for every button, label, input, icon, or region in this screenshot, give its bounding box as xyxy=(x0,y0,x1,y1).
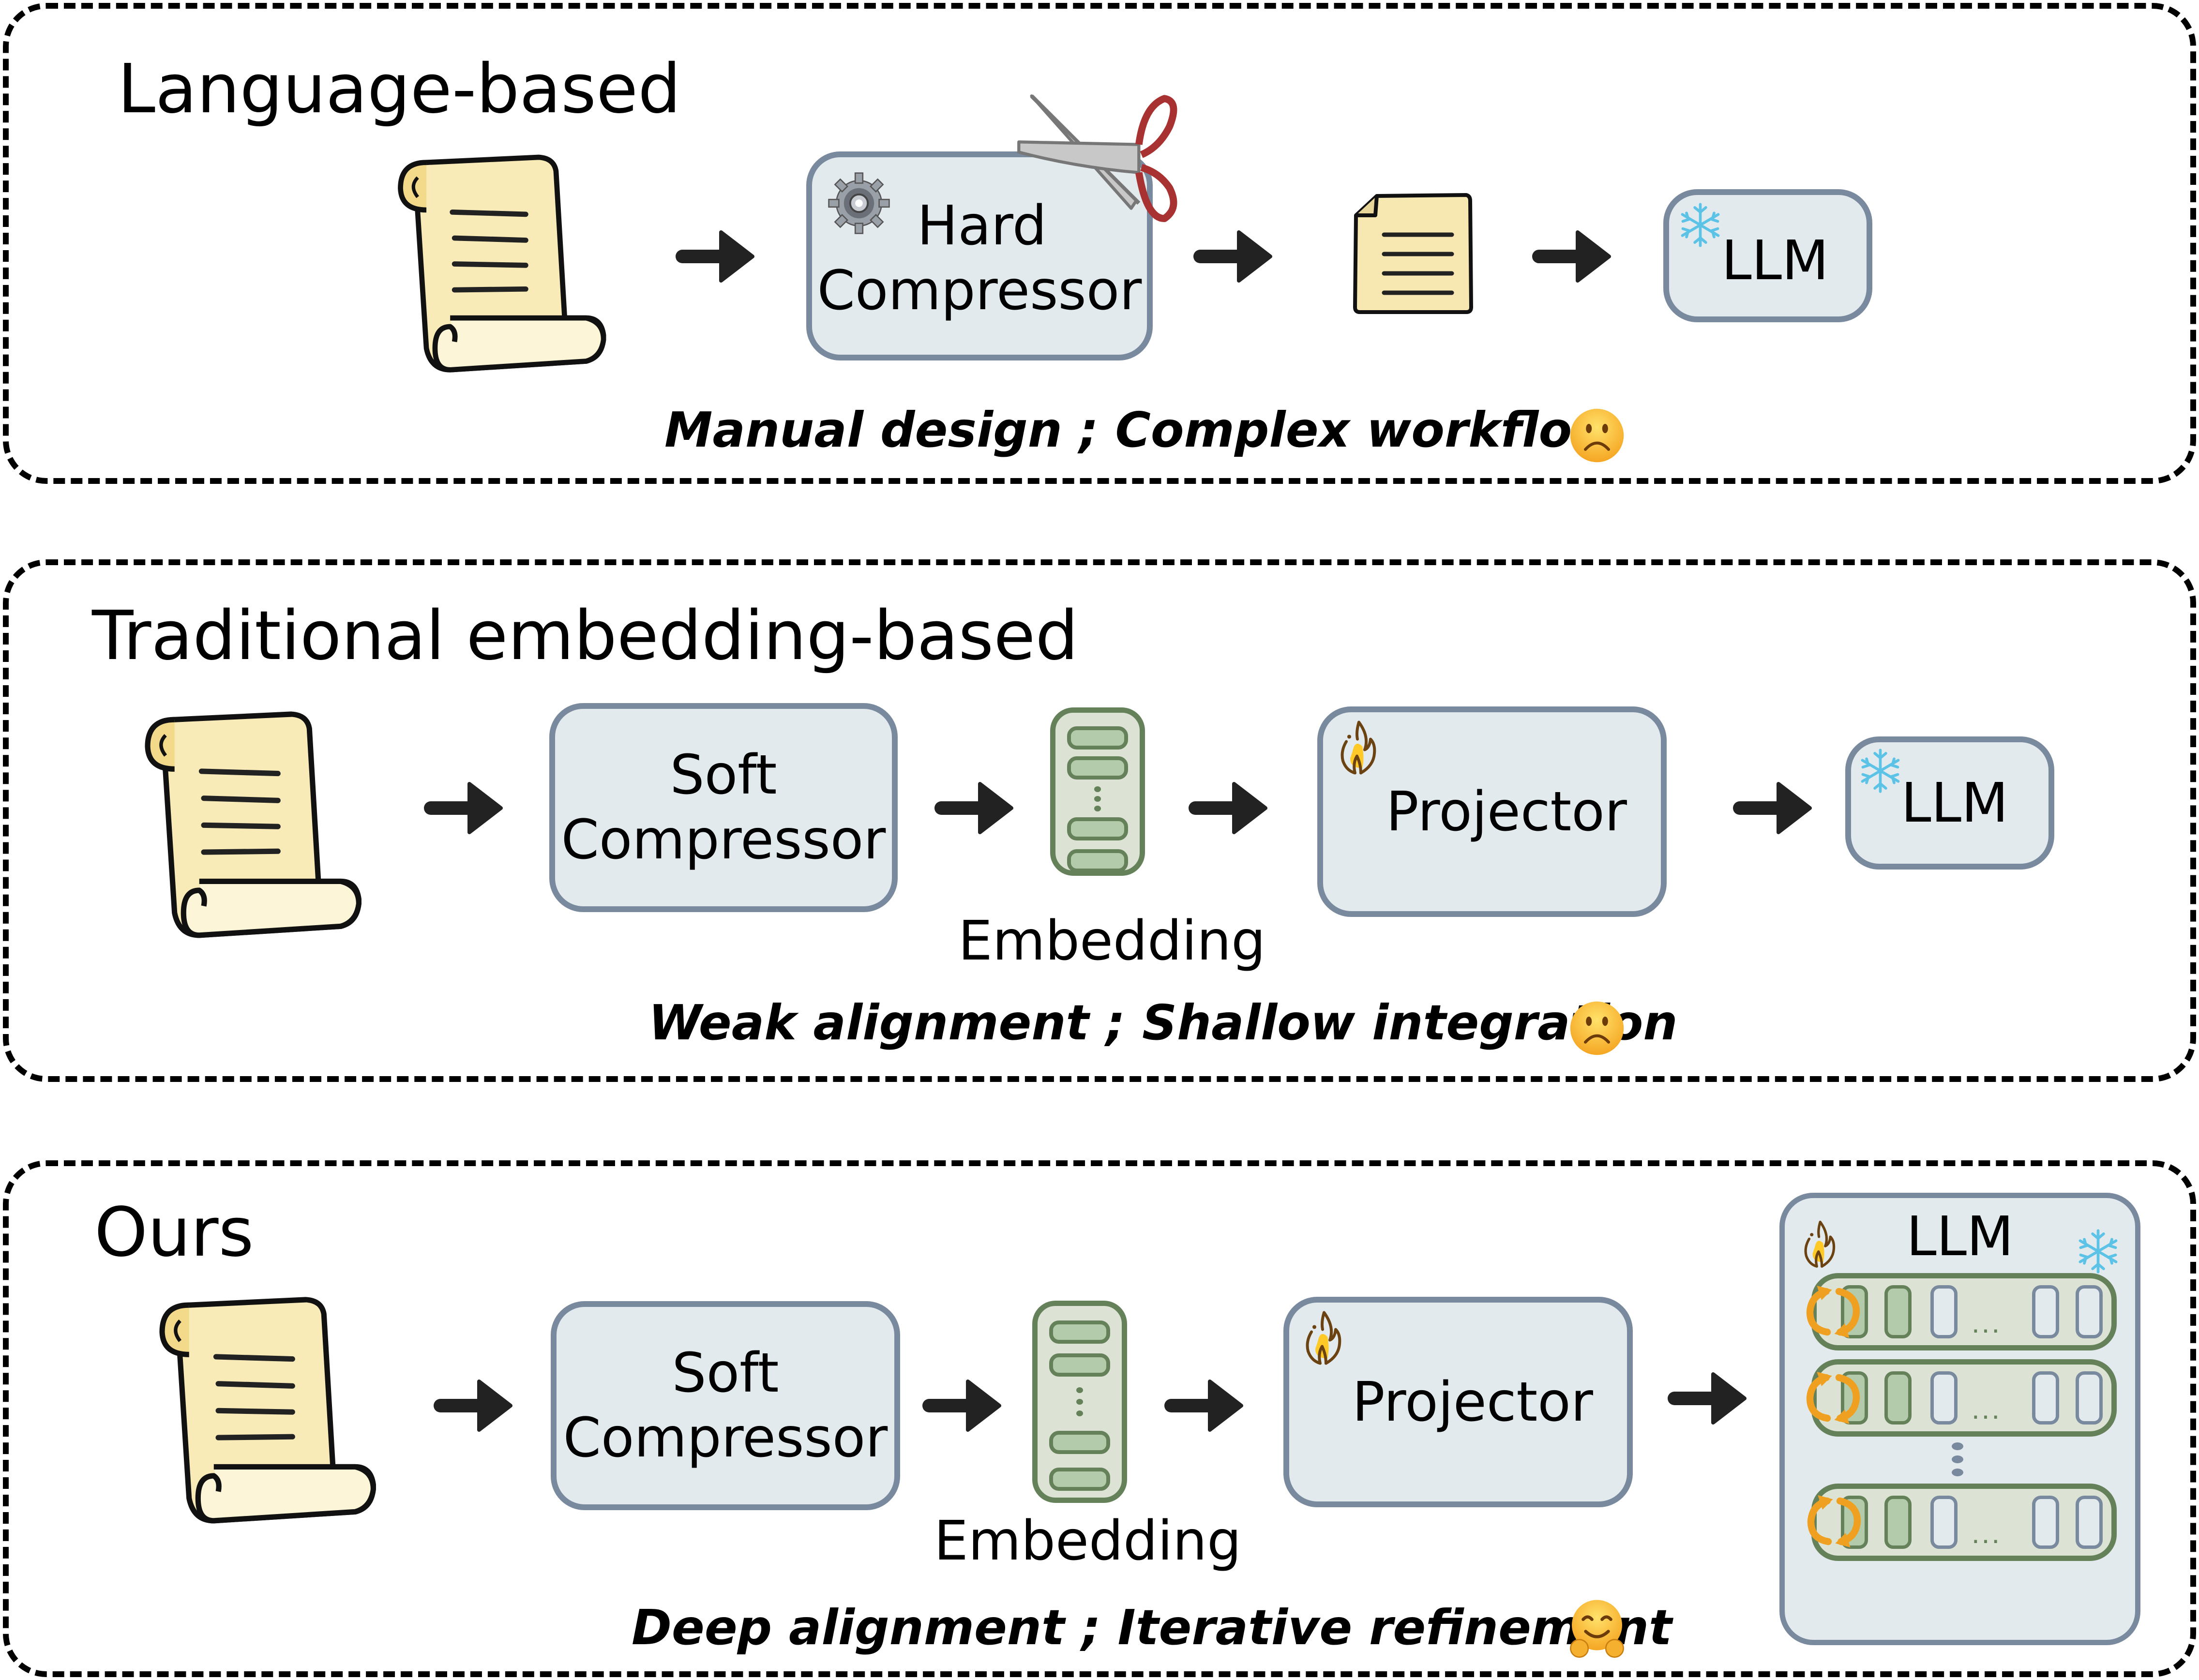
projector-label: Projector xyxy=(1352,1370,1593,1434)
embedding-cell xyxy=(1067,849,1128,872)
arrow-right-icon xyxy=(1190,227,1273,285)
embedding-label: Embedding xyxy=(958,910,1266,973)
token-compressed xyxy=(1884,1496,1912,1549)
panel-title: Ours xyxy=(94,1193,254,1272)
embedding-vector xyxy=(1032,1301,1127,1503)
embedding-cell xyxy=(1067,726,1128,750)
cycle-arrows-icon xyxy=(1799,1369,1867,1427)
token-text xyxy=(1930,1496,1958,1549)
hugging-face-icon xyxy=(1566,1597,1628,1660)
vertical-ellipsis-icon xyxy=(1952,1442,1963,1476)
llm-box: LLM xyxy=(1663,189,1872,322)
panel-title: Language-based xyxy=(118,50,681,129)
cycle-arrows-icon xyxy=(1800,1492,1868,1550)
llm-label: LLM xyxy=(1901,771,2008,835)
ellipsis-dot xyxy=(1094,796,1101,802)
arrow-right-icon xyxy=(1529,227,1612,285)
embedding-cell xyxy=(1049,1353,1110,1377)
compressor-label-line2: Compressor xyxy=(563,1407,888,1470)
panel-title: Traditional embedding-based xyxy=(92,597,1079,675)
ellipsis-dot xyxy=(1094,786,1101,792)
llm-layer: ... xyxy=(1811,1273,2117,1350)
cycle-arrows-icon xyxy=(1799,1283,1867,1341)
compressor-label-line2: Compressor xyxy=(817,259,1142,322)
scissors-icon xyxy=(1017,94,1177,223)
panel-caption: Manual design ; Complex workflow xyxy=(664,402,1617,458)
arrow-right-icon xyxy=(1665,1369,1747,1427)
arrow-right-icon xyxy=(919,1377,1002,1435)
compressor-label-line2: Compressor xyxy=(561,809,886,871)
ellipsis-dot xyxy=(1094,806,1101,811)
ellipsis: ... xyxy=(1972,1393,2002,1425)
panel-language-based xyxy=(3,3,2196,484)
llm-layer: ... xyxy=(1811,1359,2117,1437)
token-text xyxy=(2076,1285,2103,1338)
compressor-label-line1: Soft xyxy=(672,1341,779,1405)
soft-compressor-box: Soft Compressor xyxy=(549,703,898,912)
token-text xyxy=(2032,1371,2059,1425)
frowning-face-icon xyxy=(1568,406,1626,465)
ellipsis: ... xyxy=(1972,1517,2002,1549)
long-text-scroll-icon xyxy=(87,702,397,953)
gear-icon xyxy=(828,172,890,235)
token-compressed xyxy=(1884,1285,1912,1338)
embedding-cell xyxy=(1067,817,1128,840)
embedding-cell xyxy=(1067,756,1128,780)
arrow-right-icon xyxy=(1161,1377,1244,1435)
arrow-right-icon xyxy=(1730,779,1812,837)
ellipsis-dot xyxy=(1076,1387,1083,1393)
token-compressed xyxy=(1884,1371,1912,1425)
token-text xyxy=(1930,1285,1958,1338)
arrow-right-icon xyxy=(1186,779,1268,837)
token-text xyxy=(2076,1371,2103,1425)
soft-compressor-box: Soft Compressor xyxy=(551,1301,900,1510)
embedding-cell xyxy=(1049,1431,1110,1454)
fire-icon xyxy=(1336,719,1384,779)
llm-label: LLM xyxy=(1721,229,1829,292)
llm-label: LLM xyxy=(1906,1205,2014,1268)
compressor-label-line1: Hard xyxy=(917,194,1047,257)
embedding-cell xyxy=(1049,1320,1110,1344)
short-text-doc-icon xyxy=(1350,191,1476,317)
arrow-right-icon xyxy=(932,779,1014,837)
token-text xyxy=(2032,1496,2059,1549)
token-text xyxy=(2032,1285,2059,1338)
projector-label: Projector xyxy=(1386,780,1627,843)
embedding-vector xyxy=(1050,707,1145,876)
snowflake-icon xyxy=(2075,1227,2121,1275)
projector-box: Projector xyxy=(1317,706,1667,917)
token-text xyxy=(2076,1496,2103,1549)
snowflake-icon xyxy=(1857,744,1903,797)
llm-layered-box: LLM ... ... ... xyxy=(1779,1193,2140,1645)
ellipsis-dot xyxy=(1076,1399,1083,1405)
frowning-face-icon xyxy=(1568,999,1626,1057)
snowflake-icon xyxy=(1677,198,1723,252)
embedding-label: Embedding xyxy=(934,1510,1242,1573)
ellipsis: ... xyxy=(1972,1306,2002,1339)
ellipsis-dot xyxy=(1076,1410,1083,1416)
arrow-right-icon xyxy=(421,779,503,837)
projector-box: Projector xyxy=(1283,1297,1633,1507)
panel-ours xyxy=(3,1160,2196,1677)
compressor-label-line1: Soft xyxy=(670,743,777,807)
fire-icon xyxy=(1797,1220,1845,1271)
long-text-scroll-icon xyxy=(339,145,644,387)
fire-icon xyxy=(1301,1309,1349,1369)
llm-layer: ... xyxy=(1811,1484,2117,1561)
arrow-right-icon xyxy=(431,1377,513,1435)
panel-caption: Weak alignment ; Shallow integration xyxy=(648,994,1678,1051)
embedding-cell xyxy=(1049,1468,1110,1491)
panel-caption: Deep alignment ; Iterative refinement xyxy=(632,1599,1672,1656)
token-text xyxy=(1930,1371,1958,1425)
arrow-right-icon xyxy=(673,227,755,285)
panel-traditional-embedding-based xyxy=(3,559,2196,1082)
long-text-scroll-icon xyxy=(102,1287,411,1539)
